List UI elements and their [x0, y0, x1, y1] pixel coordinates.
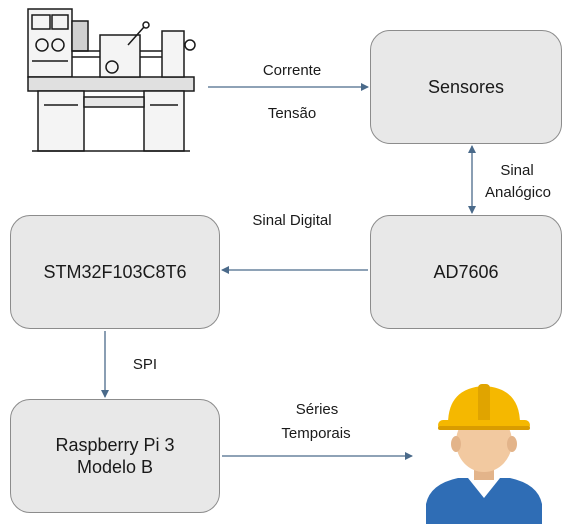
raspberry-label-line1: Raspberry Pi 3 — [55, 434, 175, 455]
label-sinal: Sinal — [500, 162, 534, 179]
stm32-label: STM32F103C8T6 — [43, 261, 187, 282]
ad7606-box: AD7606 — [370, 215, 562, 329]
label-analogico: Analógico — [485, 184, 551, 201]
ad7606-label: AD7606 — [433, 261, 499, 282]
worker-hardhat-icon — [426, 384, 542, 524]
lathe-machine-icon — [27, 8, 196, 152]
label-tensao: Tensão — [267, 105, 317, 122]
stm32-box: STM32F103C8T6 — [10, 215, 220, 329]
raspberry-label-line2: Modelo B — [76, 457, 154, 477]
label-spi: SPI — [132, 356, 158, 373]
raspberry-box: Raspberry Pi 3 Modelo B — [10, 399, 220, 513]
label-sinal-digital: Sinal Digital — [252, 212, 332, 229]
sensores-label: Sensores — [427, 76, 505, 97]
label-series: Séries — [295, 401, 339, 418]
sensores-box: Sensores — [370, 30, 562, 144]
label-temporais: Temporais — [281, 425, 351, 442]
label-corrente: Corrente — [262, 62, 322, 79]
